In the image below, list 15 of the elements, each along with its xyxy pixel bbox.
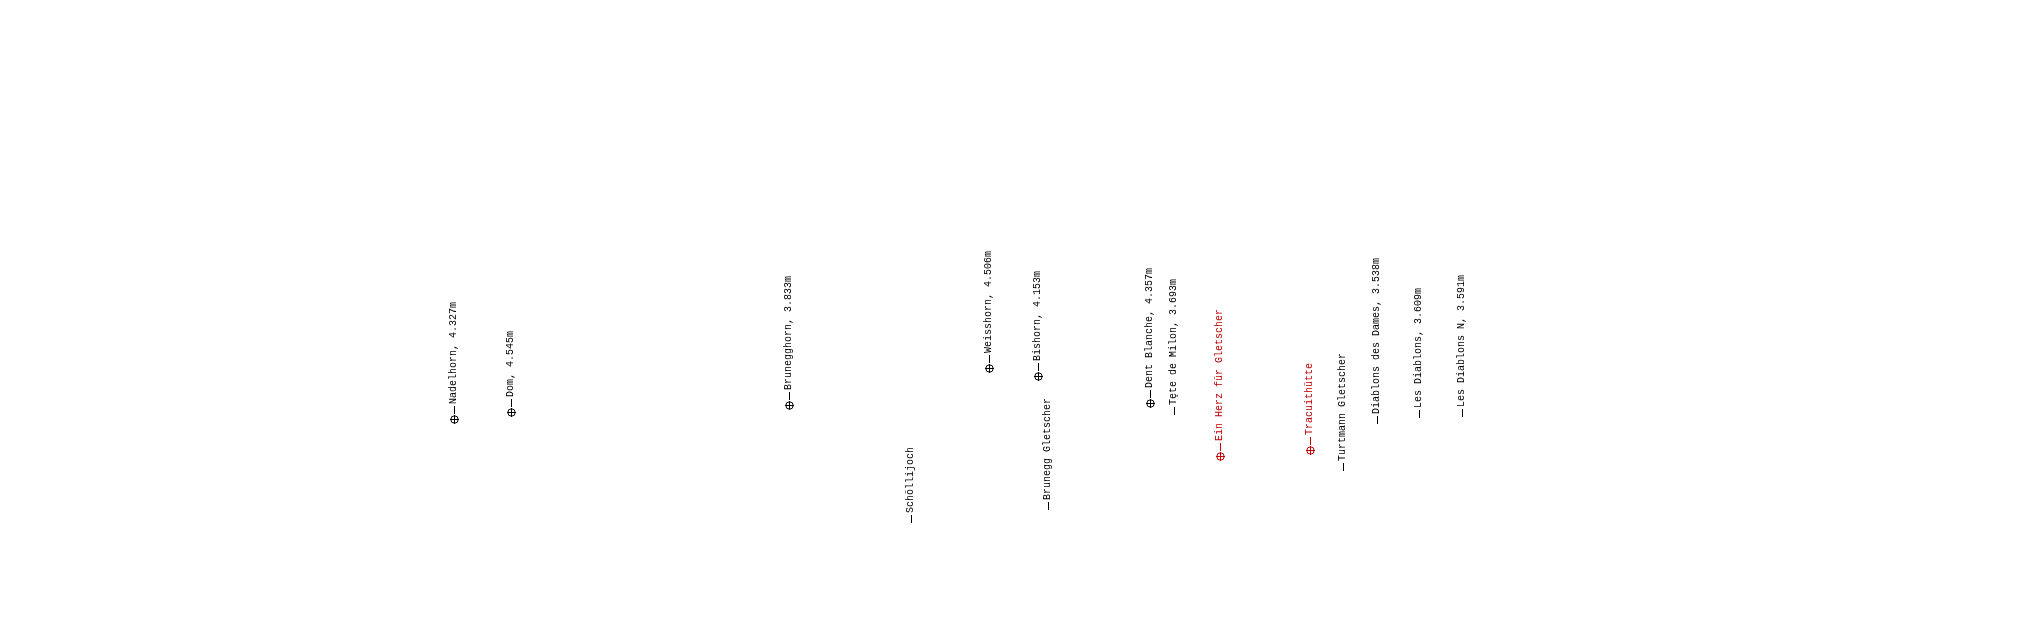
place-label: Nadelhorn, 4.327m — [448, 301, 460, 404]
place-label: Tracuithütte — [1304, 363, 1316, 435]
place-label: Ein Herz für Gletscher — [1214, 308, 1226, 441]
place-label: Weisshorn, 4.506m — [983, 250, 995, 353]
place-label: Schöllijoch — [905, 447, 917, 513]
place-label: Bishorn, 4.153m — [1032, 271, 1044, 361]
place-label: Dom, 4.545m — [505, 331, 517, 397]
place-label: Les Diablons N, 3.591m — [1456, 274, 1468, 407]
place-label: Les Diablons, 3.609m — [1413, 287, 1425, 408]
place-label: Tęte de Milon, 3.693m — [1168, 278, 1180, 405]
place-label: Turtmann Gletscher — [1337, 352, 1349, 461]
place-label: Diablons des Dames, 3.538m — [1371, 257, 1383, 414]
place-label: Brunegg Gletscher — [1042, 397, 1054, 500]
place-label: Dent Blanche, 4.357m — [1144, 267, 1156, 388]
place-label: Brunegghorn, 3.833m — [783, 275, 795, 390]
